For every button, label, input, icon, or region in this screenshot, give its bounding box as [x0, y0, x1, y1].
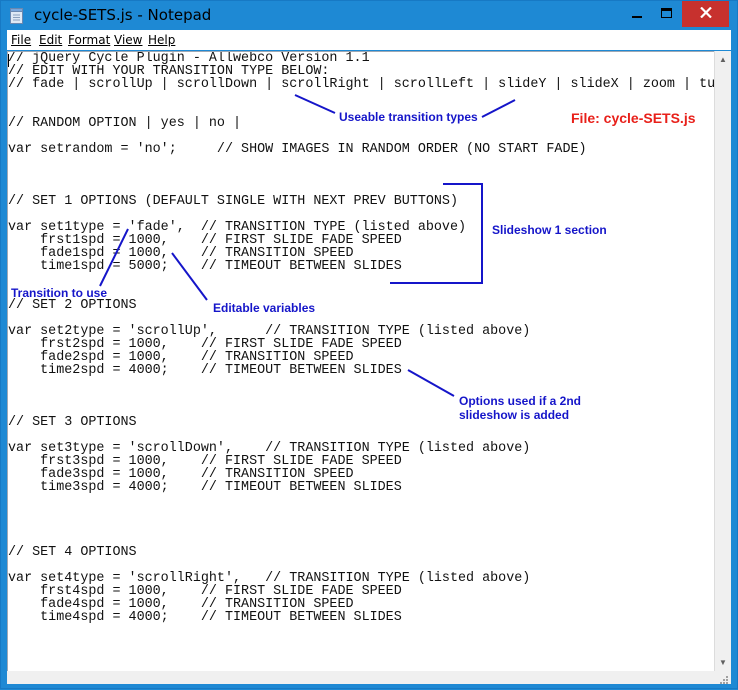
text-editor[interactable]: // jQuery Cycle Plugin - Allwebco Versio…	[7, 51, 714, 671]
title-bar[interactable]: cycle-SETS.js - Notepad	[1, 1, 737, 30]
minimize-icon	[632, 5, 642, 23]
annotation-transition-types: Useable transition types	[339, 110, 478, 124]
notepad-icon	[10, 7, 24, 24]
text-caret	[8, 54, 9, 67]
menu-help[interactable]: Help	[148, 33, 175, 47]
menu-bar: File Edit Format View Help	[7, 30, 731, 50]
menu-edit[interactable]: Edit	[39, 33, 62, 47]
menu-format-label: Format	[68, 33, 111, 47]
scroll-up-arrow-icon[interactable]: ▲	[719, 55, 727, 64]
close-icon	[699, 5, 712, 23]
annotation-slideshow1: Slideshow 1 section	[492, 223, 607, 237]
close-button[interactable]	[682, 1, 729, 27]
menu-view-label: View	[114, 33, 143, 47]
menu-help-label: Help	[148, 33, 176, 47]
minimize-button[interactable]	[623, 1, 651, 27]
menu-format[interactable]: Format	[68, 33, 110, 47]
annotation-options-line1: Options used if a 2nd	[459, 394, 582, 408]
resize-grip-icon[interactable]	[718, 672, 729, 684]
menu-view[interactable]: View	[114, 33, 142, 47]
menu-file-label: File	[11, 33, 32, 47]
editor-text[interactable]: // jQuery Cycle Plugin - Allwebco Versio…	[8, 51, 714, 625]
scroll-down-arrow-icon[interactable]: ▼	[719, 658, 727, 667]
window-title: cycle-SETS.js - Notepad	[34, 6, 212, 24]
annotation-options-line2: slideshow is added	[459, 408, 570, 422]
maximize-icon	[660, 5, 672, 23]
menu-file[interactable]: File	[11, 33, 31, 47]
annotation-editable-vars: Editable variables	[213, 301, 316, 315]
menu-edit-label: Edit	[39, 33, 63, 47]
annotation-transition-to-use: Transition to use	[11, 286, 108, 300]
vertical-scrollbar[interactable]: ▲ ▼	[714, 51, 731, 671]
bottom-edge	[7, 671, 731, 684]
maximize-button[interactable]	[651, 1, 681, 27]
annotation-file-label: File: cycle-SETS.js	[571, 110, 696, 126]
